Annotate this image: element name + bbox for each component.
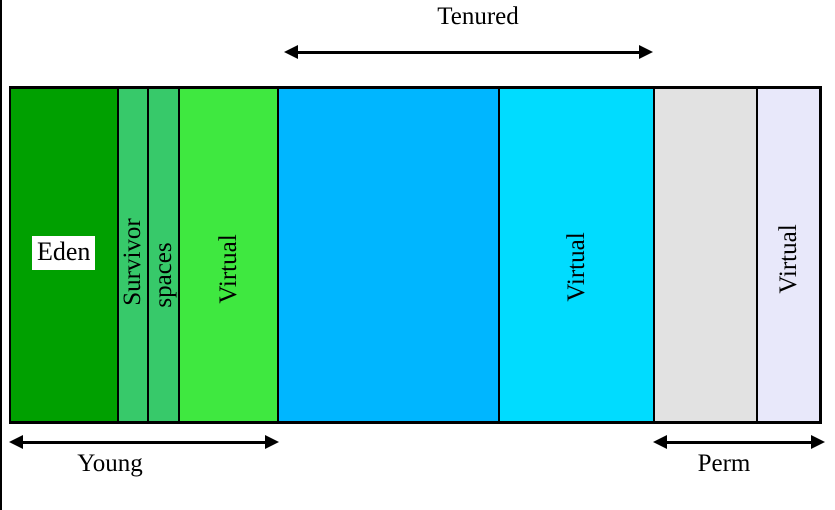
arrow-shaft <box>19 440 269 444</box>
arrow-left-head <box>9 435 23 449</box>
heap-bar: Survivor spaces Virtual Virtual Virtual <box>9 86 822 424</box>
left-edge-line <box>0 0 2 510</box>
survivor-space-1: Survivor <box>117 86 147 424</box>
tenured-segment <box>277 86 498 424</box>
young-label: Young <box>77 450 143 477</box>
tenured-arrow <box>284 45 653 59</box>
young-virtual-label: Virtual <box>214 234 242 304</box>
perm-arrow <box>653 435 825 449</box>
young-arrow <box>9 435 279 449</box>
arrow-right-head <box>639 45 653 59</box>
tenured-virtual-segment: Virtual <box>498 86 653 424</box>
survivor-space-2: spaces <box>147 86 178 424</box>
eden-label: Eden <box>32 236 96 270</box>
arrow-right-head <box>811 435 825 449</box>
tenured-virtual-label: Virtual <box>562 232 590 302</box>
young-virtual-segment: Virtual <box>178 86 277 424</box>
arrow-left-head <box>284 45 298 59</box>
arrow-shaft <box>294 50 643 54</box>
arrow-left-head <box>653 435 667 449</box>
spaces-label: spaces <box>149 242 177 308</box>
arrow-right-head <box>265 435 279 449</box>
tenured-label: Tenured <box>437 3 519 30</box>
perm-virtual-segment: Virtual <box>756 86 822 424</box>
perm-label: Perm <box>697 450 751 477</box>
perm-virtual-label: Virtual <box>774 224 802 294</box>
perm-segment <box>653 86 756 424</box>
survivor-label: Survivor <box>119 218 146 306</box>
arrow-shaft <box>663 440 815 444</box>
